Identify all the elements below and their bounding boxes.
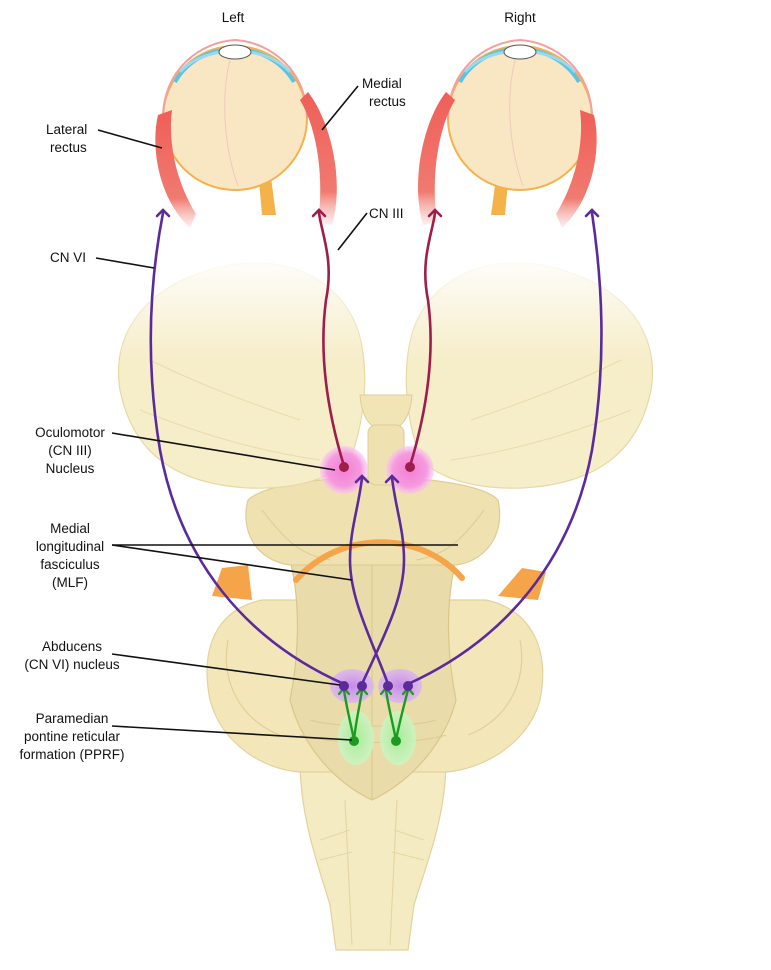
left-pprf-fiber-b <box>352 688 364 742</box>
mlf-to-right-oculomotor <box>360 476 406 686</box>
mlf-arc <box>293 539 465 583</box>
right-lateral-rectus <box>556 110 597 228</box>
left-medial-rectus <box>300 92 337 225</box>
label-mlf-3: fasciculus <box>40 557 100 572</box>
left-lateral-rectus <box>155 110 196 228</box>
right-cn3-nerve <box>408 211 437 468</box>
left-abducens-nucleus <box>330 669 374 703</box>
left-orange-band <box>212 565 252 600</box>
label-mlf-4: (MLF) <box>52 575 88 590</box>
label-mlf-1: Medial <box>50 521 90 536</box>
label-oculomotor-1: Oculomotor <box>35 425 105 440</box>
label-lateral-rectus-1: Lateral <box>46 122 87 137</box>
left-pprf-fiber-a <box>342 688 356 742</box>
label-cn3: CN III <box>369 206 404 221</box>
mlf-to-left-oculomotor <box>348 476 390 686</box>
label-left: Left <box>222 10 245 25</box>
label-mlf-2: longitudinal <box>36 539 104 554</box>
left-cn3-nerve <box>317 211 346 468</box>
right-eye <box>417 38 597 228</box>
label-oculomotor-3: Nucleus <box>46 461 95 476</box>
nucleus-dots <box>339 462 415 746</box>
midbrain <box>245 476 501 566</box>
left-cn6-nerve <box>149 211 346 686</box>
right-cn6-nerve <box>406 211 603 686</box>
label-right: Right <box>504 10 536 25</box>
label-pprf-2: pontine reticular <box>24 729 121 744</box>
label-pprf-3: formation (PPRF) <box>19 747 124 762</box>
label-abducens-1: Abducens <box>42 639 102 654</box>
right-medial-rectus <box>417 92 455 225</box>
label-lateral-rectus-2: rectus <box>50 140 87 155</box>
nerve-pathways <box>149 208 603 742</box>
label-medial-rectus-2: rectus <box>369 94 406 109</box>
left-eye <box>155 38 337 228</box>
brainstem-illustration <box>90 250 680 951</box>
label-abducens-2: (CN VI) nucleus <box>24 657 120 672</box>
label-oculomotor-2: (CN III) <box>48 443 92 458</box>
label-pprf-1: Paramedian <box>36 711 109 726</box>
right-pprf-fiber-a <box>384 688 398 742</box>
right-orange-band <box>498 568 546 600</box>
medulla <box>299 759 447 951</box>
labels: Left Right Medial rectus Lateral rectus … <box>19 10 536 762</box>
label-medial-rectus-1: Medial <box>362 76 402 91</box>
right-abducens-nucleus <box>378 669 422 703</box>
right-pprf-fiber-b <box>394 688 410 742</box>
leader-lines <box>95 85 458 741</box>
label-cn6: CN VI <box>50 250 86 265</box>
